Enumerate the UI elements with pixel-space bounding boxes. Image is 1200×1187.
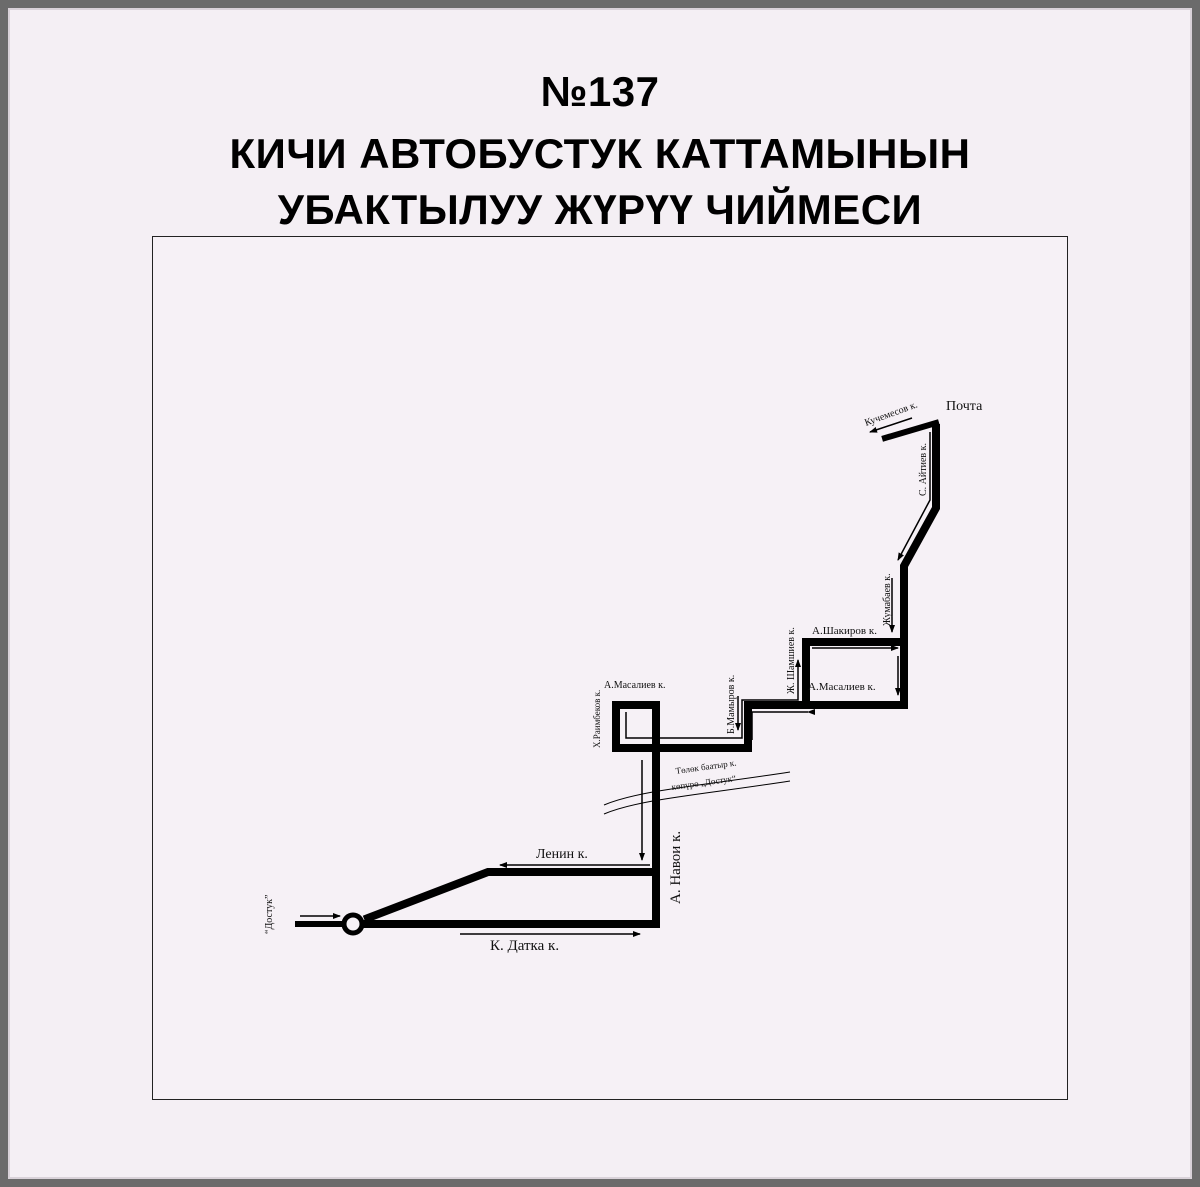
terminal-stop — [341, 912, 365, 936]
label-masaliev-right: А.Масалиев к. — [808, 681, 876, 693]
label-kopur: көпүрө „Достук“ — [671, 773, 737, 792]
label-shamshiev: Ж. Шамшиев к. — [786, 627, 797, 694]
label-aytiev: С. Айтиев к. — [918, 443, 929, 496]
label-zhumabaev: Жумабаев к. — [882, 573, 893, 626]
route-number: №137 — [540, 68, 660, 115]
label-raimbekov: Х.Раимбеков к. — [592, 690, 602, 748]
label-dostuk: “Достук” — [264, 895, 275, 934]
title-line-1: КИЧИ АВТОБУСТУК КАТТАМЫНЫН — [229, 130, 971, 177]
label-pochta: Почта — [946, 399, 983, 414]
label-datka: К. Датка к. — [490, 938, 559, 954]
label-navoi: А. Навои к. — [668, 831, 684, 904]
label-masaliev-left: А.Масалиев к. — [604, 680, 666, 691]
route-line — [295, 419, 940, 928]
label-lenin: Ленин к. — [536, 847, 588, 862]
label-mamyrov: Б.Мамыров к. — [726, 675, 737, 734]
direction-arrows — [300, 417, 931, 937]
label-shakirov: А.Шакиров к. — [812, 625, 877, 637]
river — [603, 771, 791, 815]
title-line-2: УБАКТЫЛУУ ЖҮРҮҮ ЧИЙМЕСИ — [277, 186, 923, 233]
map-frame — [152, 236, 1068, 1100]
